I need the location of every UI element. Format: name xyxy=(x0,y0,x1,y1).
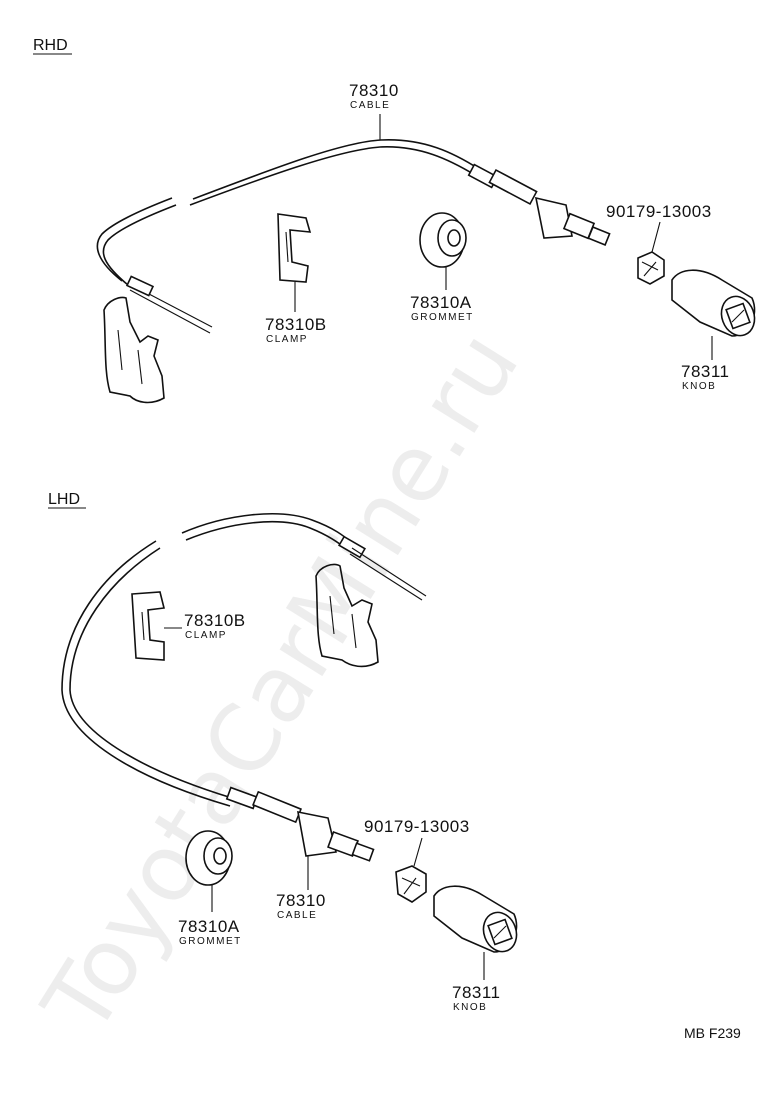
lhd-nut-number: 90179-13003 xyxy=(364,817,470,836)
figure-code: MB F239 xyxy=(684,1025,741,1041)
lhd-cable xyxy=(61,513,427,862)
rhd-nut-number: 90179-13003 xyxy=(606,202,712,221)
watermark: ToyotaCarMine.ru xyxy=(22,313,539,1052)
rhd-knob xyxy=(671,269,756,337)
lhd-knob xyxy=(433,885,518,953)
rhd-clamp-name: CLAMP xyxy=(266,334,308,345)
rhd-grommet-number: 78310A xyxy=(410,293,472,312)
lhd-cable-name: CABLE xyxy=(277,910,317,921)
rhd-cable xyxy=(96,139,611,334)
lhd-grommet-number: 78310A xyxy=(178,917,240,936)
rhd-nut xyxy=(637,251,665,285)
lhd-grommet xyxy=(185,830,233,886)
rhd-knob-name: KNOB xyxy=(682,381,716,392)
rhd-cable-number: 78310 xyxy=(349,81,399,100)
rhd-grommet-name: GROMMET xyxy=(411,312,474,323)
lhd-knob-name: KNOB xyxy=(453,1002,487,1013)
lhd-nut-leader xyxy=(413,837,423,867)
lhd-hand-illustration xyxy=(315,563,379,668)
rhd-cable-name: CABLE xyxy=(350,100,390,111)
rhd-nut-leader xyxy=(651,221,661,253)
rhd-grommet xyxy=(419,212,467,268)
lhd-grommet-name: GROMMET xyxy=(179,936,242,947)
rhd-clamp xyxy=(277,213,312,283)
rhd-hand-illustration xyxy=(103,296,165,404)
lhd-cable-number: 78310 xyxy=(276,891,326,910)
lhd-clamp-name: CLAMP xyxy=(185,630,227,641)
section-title-lhd: LHD xyxy=(48,491,80,508)
section-title-rhd: RHD xyxy=(33,37,68,54)
rhd-clamp-number: 78310B xyxy=(265,315,327,334)
lhd-knob-number: 78311 xyxy=(452,983,501,1002)
lhd-nut xyxy=(395,865,427,903)
rhd-knob-number: 78311 xyxy=(681,362,730,381)
lhd-clamp xyxy=(131,591,165,661)
lhd-clamp-number: 78310B xyxy=(184,611,246,630)
